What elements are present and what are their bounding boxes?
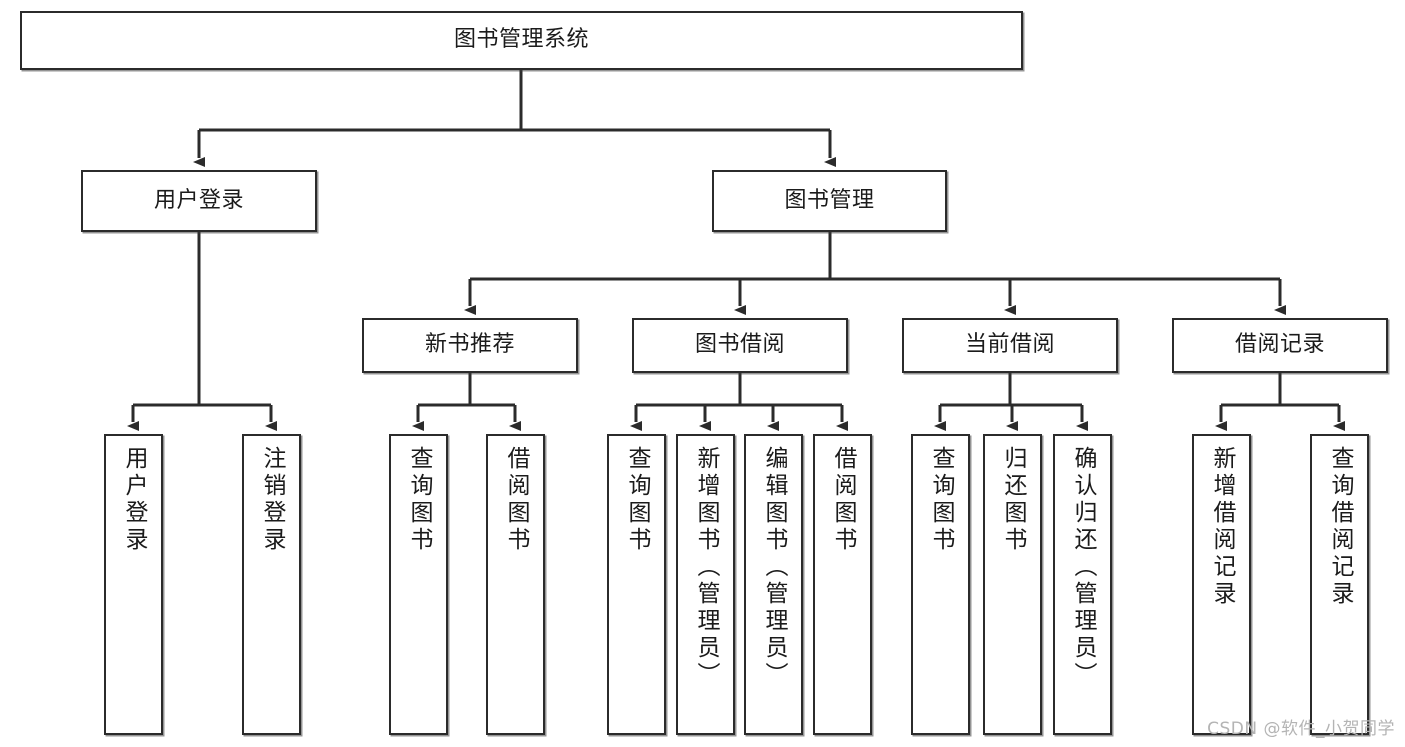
node-leaf-borrow-book-label: 借阅图书	[830, 446, 856, 554]
node-book-management-label: 图书管理	[784, 187, 875, 213]
node-leaf-query-book-borrow[interactable]: 查询图书	[607, 434, 666, 735]
node-root[interactable]: 图书管理系统	[20, 11, 1023, 70]
node-leaf-confirm-return[interactable]: 确认归还（管理员）	[1053, 434, 1112, 735]
node-root-label: 图书管理系统	[453, 27, 589, 53]
node-leaf-logout[interactable]: 注销登录	[242, 434, 301, 735]
node-borrow-record[interactable]: 借阅记录	[1172, 318, 1388, 373]
node-book-borrow-label: 图书借阅	[694, 332, 785, 358]
node-leaf-edit-book-label: 编辑图书（管理员）	[761, 446, 787, 689]
node-new-book-recommend[interactable]: 新书推荐	[362, 318, 578, 373]
node-book-borrow[interactable]: 图书借阅	[632, 318, 848, 373]
node-leaf-query-book-current-label: 查询图书	[928, 446, 954, 554]
node-current-borrow-label: 当前借阅	[964, 332, 1055, 358]
node-leaf-query-book-borrow-label: 查询图书	[624, 446, 650, 554]
node-leaf-borrow-book-rec-label: 借阅图书	[503, 446, 529, 554]
node-leaf-confirm-return-label: 确认归还（管理员）	[1070, 446, 1096, 689]
node-current-borrow[interactable]: 当前借阅	[902, 318, 1118, 373]
node-leaf-query-book-rec[interactable]: 查询图书	[389, 434, 448, 735]
node-leaf-query-book-current[interactable]: 查询图书	[911, 434, 970, 735]
node-leaf-borrow-book-rec[interactable]: 借阅图书	[486, 434, 545, 735]
node-leaf-add-record-label: 新增借阅记录	[1209, 446, 1235, 608]
node-borrow-record-label: 借阅记录	[1234, 332, 1325, 358]
node-leaf-user-login-label: 用户登录	[121, 446, 147, 554]
node-leaf-query-record-label: 查询借阅记录	[1327, 446, 1353, 608]
node-leaf-return-book[interactable]: 归还图书	[983, 434, 1042, 735]
node-user-login[interactable]: 用户登录	[81, 170, 317, 232]
node-leaf-user-login[interactable]: 用户登录	[104, 434, 163, 735]
node-leaf-logout-label: 注销登录	[259, 446, 285, 554]
node-leaf-add-book[interactable]: 新增图书（管理员）	[676, 434, 735, 735]
node-leaf-add-book-label: 新增图书（管理员）	[693, 446, 719, 689]
node-leaf-query-book-rec-label: 查询图书	[406, 446, 432, 554]
node-leaf-borrow-book[interactable]: 借阅图书	[813, 434, 872, 735]
watermark-text: CSDN @软件_小贺同学	[1207, 719, 1395, 739]
node-leaf-query-record[interactable]: 查询借阅记录	[1310, 434, 1369, 735]
node-user-login-label: 用户登录	[153, 187, 244, 213]
node-leaf-return-book-label: 归还图书	[1000, 446, 1026, 554]
node-leaf-add-record[interactable]: 新增借阅记录	[1192, 434, 1251, 735]
node-leaf-edit-book[interactable]: 编辑图书（管理员）	[744, 434, 803, 735]
node-new-book-recommend-label: 新书推荐	[424, 332, 515, 358]
node-book-management[interactable]: 图书管理	[712, 170, 947, 232]
